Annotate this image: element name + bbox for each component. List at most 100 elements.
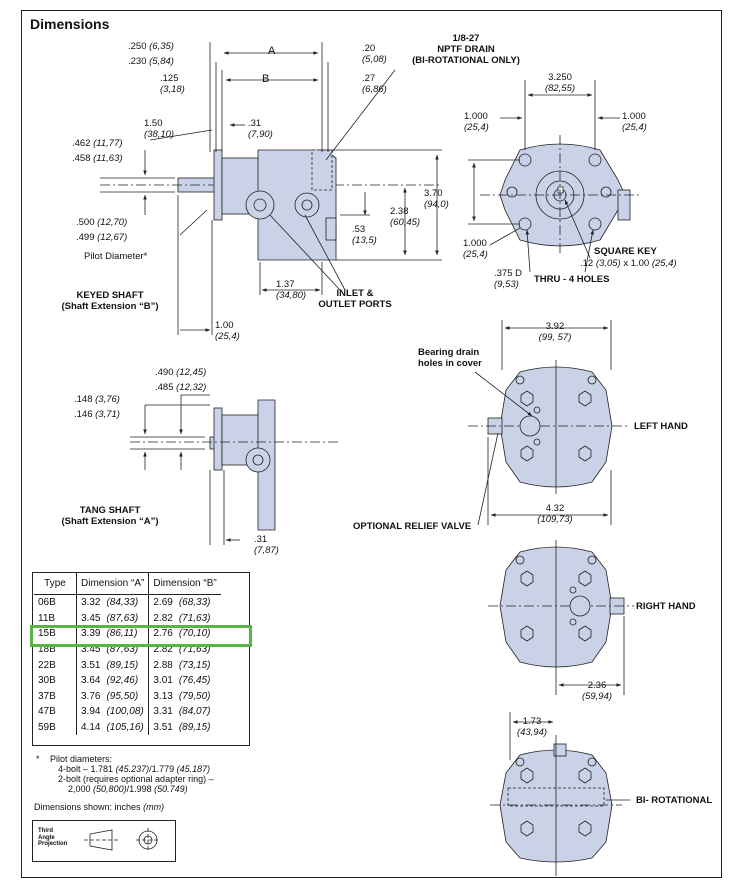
dim-mm: (5,08) xyxy=(362,54,387,65)
footnote-line-1: Pilot diameters: xyxy=(50,754,113,764)
dim-value: .485 xyxy=(155,382,174,393)
cell-value: 3.45 xyxy=(81,644,101,656)
drain-line: NPTF DRAIN xyxy=(437,44,495,55)
dim-mm: (13,5) xyxy=(352,235,377,246)
pilot-diameter-label: Pilot Diameter* xyxy=(84,251,148,262)
dim-mm: (25,4) xyxy=(651,258,677,269)
dim-370: 3.70(94,0) xyxy=(424,188,449,210)
footnote-line-3: 2-bolt (requires optional adapter ring) … xyxy=(58,774,214,784)
cell-dim-b: 2.69(68,33) xyxy=(148,594,221,611)
cell-mm: (105,16) xyxy=(106,722,144,734)
cell-dim-b: 2.76 (70,10) xyxy=(148,626,221,642)
bi-rotational-label: BI- ROTATIONAL xyxy=(636,795,713,806)
cell-value: 3.32 xyxy=(81,597,101,609)
cell-value: 2.76 xyxy=(153,628,173,640)
cell-mm: (89,15) xyxy=(178,722,211,734)
dim-value: .148 xyxy=(74,394,93,405)
keyed-shaft-label: KEYED SHAFT(Shaft Extension “B”) xyxy=(50,290,170,312)
dim-value: 1.73 xyxy=(522,716,542,727)
dim-31b: .31(7,87) xyxy=(254,534,279,556)
dim-1000a: 1.000(25,4) xyxy=(464,111,489,133)
cell-type: 22B xyxy=(34,657,77,673)
dim-mm: (6,86) xyxy=(362,84,387,95)
cell-value: 15B xyxy=(38,628,56,640)
cell-dim-a: 3.76(95,50) xyxy=(77,689,149,705)
dim-499: .499 (12,67) xyxy=(76,232,127,243)
dim-458: .458 (11,63) xyxy=(72,153,123,164)
cell-mm: (70,10) xyxy=(178,628,211,640)
thru-holes-label: THRU - 4 HOLES xyxy=(534,274,610,285)
fn-part: 4-bolt – 1.781 xyxy=(58,764,114,774)
dim-mm: (94,0) xyxy=(424,199,449,210)
cell-value: 3.51 xyxy=(153,722,173,734)
dim-value: 1.00 xyxy=(215,320,234,331)
dim-mm: (12,67) xyxy=(97,232,128,243)
drain-line: (BI-ROTATIONAL ONLY) xyxy=(412,55,520,66)
cell-value: 2.82 xyxy=(153,644,173,656)
dim-mm: (82,55) xyxy=(544,83,576,94)
cell-value: 3.13 xyxy=(153,690,173,702)
dim-value: .20 xyxy=(362,43,376,54)
dim-mm: (25,4) xyxy=(463,249,488,260)
dim-value: .375 D xyxy=(494,268,522,279)
cell-dim-a: 3.45(87,63) xyxy=(77,642,149,658)
dim-value: .462 xyxy=(72,138,91,149)
dim-20: .20(5,08) xyxy=(362,43,387,65)
cell-dim-a: 4.14(105,16) xyxy=(77,720,149,736)
cell-mm: (89,15) xyxy=(106,659,139,671)
proj-line: Third xyxy=(38,828,53,834)
cell-mm: (84,07) xyxy=(178,706,211,718)
dim-mm: (43,94) xyxy=(516,727,548,738)
tang-shaft-view xyxy=(130,394,340,545)
fn-part: (45.237) xyxy=(115,764,150,774)
dim-value: 3.70 xyxy=(424,188,443,199)
dim-392: 3.92(99, 57) xyxy=(525,321,585,343)
cell-type: 06B xyxy=(34,594,77,611)
fn-part: /1.998 xyxy=(126,784,152,794)
dim-value: .500 xyxy=(76,217,95,228)
fn-part: 2,000 xyxy=(68,784,91,794)
cell-value: 22B xyxy=(38,659,56,671)
dim-27: .27(6,86) xyxy=(362,73,387,95)
cell-mm: (92,46) xyxy=(106,675,139,687)
dim-490: .490 (12,45) xyxy=(155,367,206,378)
ports-line: OUTLET PORTS xyxy=(318,299,392,310)
dim-value: 4.32 xyxy=(545,503,565,514)
dim-mm: (109,73) xyxy=(537,514,573,525)
dim-value: 1.000 xyxy=(464,111,488,122)
cell-mm: (87,63) xyxy=(106,612,139,624)
square-key-dim: .12 (3,05) x 1.00 (25,4) xyxy=(580,258,677,269)
cell-mm: (95,50) xyxy=(106,690,139,702)
cell-mm: (73,15) xyxy=(178,659,211,671)
cell-mm: (84,33) xyxy=(106,597,139,609)
dim-mm: (9,53) xyxy=(494,279,519,290)
footnote-line-4: 2,000 (50,800)/1.998 (50.749) xyxy=(68,784,188,795)
dim-value: 3.92 xyxy=(545,321,565,332)
dim-236: 2.36(59,94) xyxy=(572,680,622,702)
cell-type: 15B xyxy=(34,626,77,642)
cell-value: 3.64 xyxy=(81,675,101,687)
dim-mm: (3,18) xyxy=(160,84,185,95)
dim-432: 4.32(109,73) xyxy=(520,503,590,525)
cell-value: 3.39 xyxy=(81,628,101,640)
dim-31a: .31(7,90) xyxy=(248,118,273,140)
units-note: Dimensions shown: inches (mm) xyxy=(34,802,164,813)
dim-mm: (34,80) xyxy=(276,290,307,301)
dim-1000c: 1.000(25,4) xyxy=(463,238,488,260)
dim-value: .53 xyxy=(352,224,366,235)
cell-value: 3.01 xyxy=(153,675,173,687)
dim-mm: (7,87) xyxy=(254,545,279,556)
ports-line: INLET & xyxy=(336,288,374,299)
fn-part: /1.779 xyxy=(149,764,175,774)
cell-dim-a: 3.94(100,08) xyxy=(77,704,149,720)
cell-type: 30B xyxy=(34,672,77,689)
fn-part: (mm) xyxy=(143,802,165,812)
projection-box xyxy=(32,820,176,862)
dim-173: 1.73(43,94) xyxy=(514,716,550,738)
dim-value: .499 xyxy=(76,232,95,243)
